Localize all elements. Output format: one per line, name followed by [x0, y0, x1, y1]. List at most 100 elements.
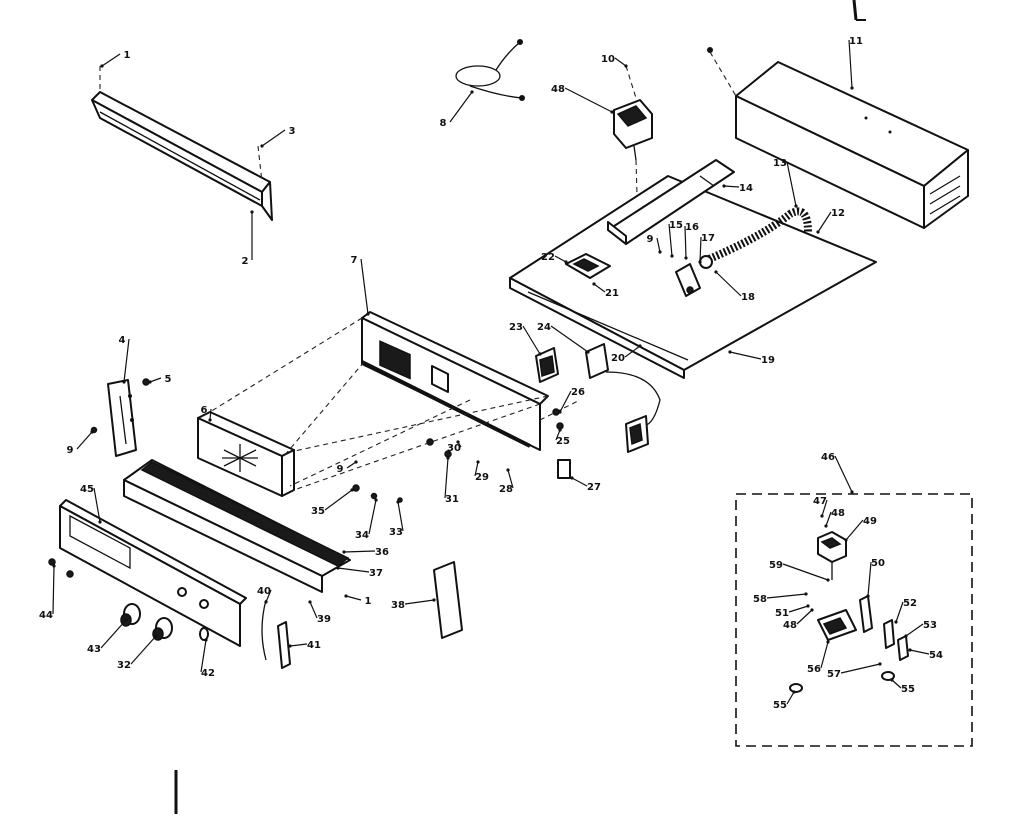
part-6-fan-housing: [197, 411, 295, 497]
leader-line-27: [571, 477, 588, 487]
callout-27: 27: [587, 482, 601, 493]
leader-line-53: [905, 623, 924, 637]
callout-38: 38: [391, 600, 405, 611]
scan-mark: [852, 0, 858, 21]
leader-line-12: [817, 211, 832, 233]
part-24-cable: [605, 371, 661, 427]
part-42-light: [199, 627, 209, 641]
leader-line-11: [848, 39, 853, 89]
leader-line-59: [782, 563, 829, 581]
part-24-transformer: [625, 415, 649, 453]
leader-line-52: [895, 601, 904, 623]
leader-dot-55: [792, 690, 796, 694]
callout-42: 42: [201, 668, 215, 679]
leader-line-13: [786, 161, 797, 207]
callout-56: 56: [807, 664, 821, 675]
leader-line-31: [444, 457, 449, 499]
leader-line-48: [825, 511, 832, 527]
part-40-wire: [261, 599, 267, 661]
leader-line-10: [614, 57, 627, 67]
callout-1: 1: [365, 596, 372, 607]
callout-8: 8: [440, 118, 447, 129]
leader-dot-12: [816, 230, 820, 234]
callout-3: 3: [289, 126, 296, 137]
leader-dot-3: [260, 144, 264, 148]
callout-10: 10: [601, 54, 615, 65]
callout-9: 9: [647, 234, 654, 245]
leader-dot-10: [624, 64, 628, 68]
leader-line-3: [261, 129, 286, 147]
callout-43: 43: [87, 644, 101, 655]
leader-dot-49: [844, 538, 848, 542]
callout-53: 53: [923, 620, 937, 631]
callout-9: 9: [67, 445, 74, 456]
leader-line-14: [723, 185, 740, 188]
callout-28: 28: [499, 484, 513, 495]
leader-dot-42: [204, 638, 208, 642]
leader-dot-50: [866, 594, 870, 598]
part-10-dash: [625, 65, 637, 99]
leader-line-55: [786, 691, 795, 705]
callout-17: 17: [701, 233, 715, 244]
leader-dot-37: [336, 566, 340, 570]
leader-line-51: [788, 605, 809, 613]
leader-line-16: [684, 225, 687, 259]
leader-line-15: [668, 223, 673, 257]
leader-dot-46: [850, 490, 854, 494]
callout-32: 32: [117, 660, 131, 671]
callout-58: 58: [753, 594, 767, 605]
callout-26: 26: [571, 387, 585, 398]
callout-20: 20: [611, 353, 625, 364]
leader-line-34: [368, 499, 377, 535]
part-2-top-trim: [91, 91, 273, 221]
leader-line-4: [123, 338, 130, 383]
part-24-relay: [585, 343, 609, 379]
callout-31: 31: [445, 494, 459, 505]
leader-line-7: [360, 258, 369, 315]
callout-44: 44: [39, 610, 53, 621]
leader-dot-20: [638, 344, 642, 348]
callout-45: 45: [80, 484, 94, 495]
leader-line-1: [101, 53, 121, 67]
callout-40: 40: [257, 586, 271, 597]
part-4-side-bracket: [107, 379, 137, 457]
callout-22: 22: [541, 252, 555, 263]
leader-dot-34: [374, 498, 378, 502]
callout-50: 50: [871, 558, 885, 569]
leader-dot-8: [470, 90, 474, 94]
leader-dot-13: [794, 204, 798, 208]
leader-line-54: [909, 649, 930, 655]
leader-line-29: [474, 461, 479, 477]
callout-48: 48: [783, 620, 797, 631]
part-14-bracket: [607, 159, 735, 245]
leader-line-41: [289, 643, 308, 647]
callout-9: 9: [337, 464, 344, 475]
leader-dot-41: [288, 644, 292, 648]
leader-line-21: [593, 283, 606, 293]
leader-dot-5: [148, 380, 152, 384]
callout-33: 33: [389, 527, 403, 538]
leader-dot-51: [806, 604, 810, 608]
leader-dot-58: [804, 592, 808, 596]
callout-39: 39: [317, 614, 331, 625]
leader-line-35: [324, 489, 353, 511]
leader-line-40: [265, 589, 272, 603]
leader-dot-1: [344, 594, 348, 598]
leader-dot-17: [698, 260, 702, 264]
callout-51: 51: [775, 608, 789, 619]
leader-line-44: [52, 565, 55, 615]
callout-16: 16: [685, 222, 699, 233]
callout-36: 36: [375, 547, 389, 558]
small-hardware: [48, 378, 571, 578]
leader-dot-7: [366, 312, 370, 316]
callout-55: 55: [773, 700, 787, 711]
leader-dot-18: [714, 270, 718, 274]
leader-dot-56: [826, 640, 830, 644]
leader-dot-9: [354, 460, 358, 464]
leader-dot-52: [894, 620, 898, 624]
leader-line-42: [200, 639, 207, 673]
leader-dot-15: [670, 254, 674, 258]
callout-23: 23: [509, 322, 523, 333]
part-11-top-cover: [735, 61, 969, 229]
